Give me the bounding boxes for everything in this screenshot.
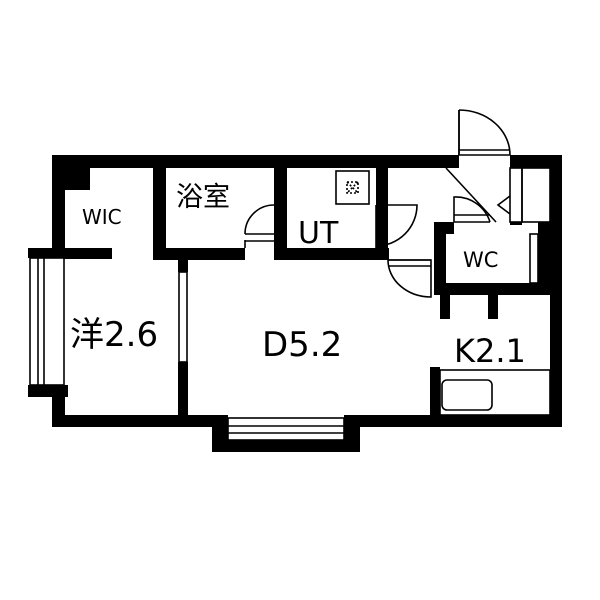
entry-arrow (496, 195, 511, 215)
hall-door-swing (387, 259, 432, 298)
wall-top-left (52, 155, 459, 168)
wall-wc-right (538, 222, 562, 292)
room-label-kitchen: K2.1 (454, 332, 526, 370)
room-label-dining: D5.2 (262, 325, 342, 365)
room-labels: WIC 浴室 UT 洋2.6 D5.2 WC K2.1 (70, 182, 526, 370)
sliding-door-western (178, 271, 188, 363)
wc-panel (529, 233, 539, 284)
washer-drain-cross (346, 181, 359, 194)
wall-wic-bottom (52, 248, 112, 259)
wall-stub-1 (440, 295, 450, 319)
entry-step-line (445, 167, 497, 223)
wall-bottom-right (358, 415, 562, 427)
wall-bump-bottom (212, 440, 360, 452)
wall-bottom-left (52, 415, 214, 427)
wc-door-swing (453, 196, 491, 223)
kitchen-sink (441, 379, 493, 411)
room-label-western: 洋2.6 (70, 315, 158, 355)
walls (28, 155, 562, 452)
room-label-bath: 浴室 (176, 182, 230, 213)
wall-stub-2 (488, 295, 498, 319)
washer-pan (335, 170, 370, 205)
shoe-box (509, 167, 523, 223)
room-label-utility: UT (298, 216, 339, 251)
wall-ut-right (376, 155, 388, 260)
wall-western-dining (178, 259, 188, 272)
wall-wic-bath (153, 155, 166, 259)
kitchen-counter (439, 369, 551, 416)
entry-door-swing (458, 109, 511, 156)
wall-bath-ut (274, 155, 287, 260)
wall-bath-bottom (153, 248, 245, 260)
room-label-wic: WIC (82, 205, 122, 229)
wall-top-right (510, 155, 562, 168)
fixtures (29, 109, 551, 441)
washer-drain-cross (346, 181, 359, 194)
wall-ut-bottom (274, 248, 389, 260)
ut-door-swing (375, 204, 418, 247)
wall-window-bottom (28, 385, 68, 397)
wall-wc-left (434, 222, 446, 292)
entry-shelf (521, 167, 551, 223)
washer-drain (346, 181, 359, 194)
wall-left-upper (52, 155, 65, 255)
wall-western-dining-low (178, 362, 188, 427)
bottom-window-frame (227, 417, 345, 441)
wall-kitchen-left (430, 367, 440, 427)
wall-window-top (28, 248, 68, 258)
wall-wc-bottom (434, 283, 562, 295)
left-window-frame (29, 257, 65, 386)
room-label-wc: WC (463, 248, 498, 272)
